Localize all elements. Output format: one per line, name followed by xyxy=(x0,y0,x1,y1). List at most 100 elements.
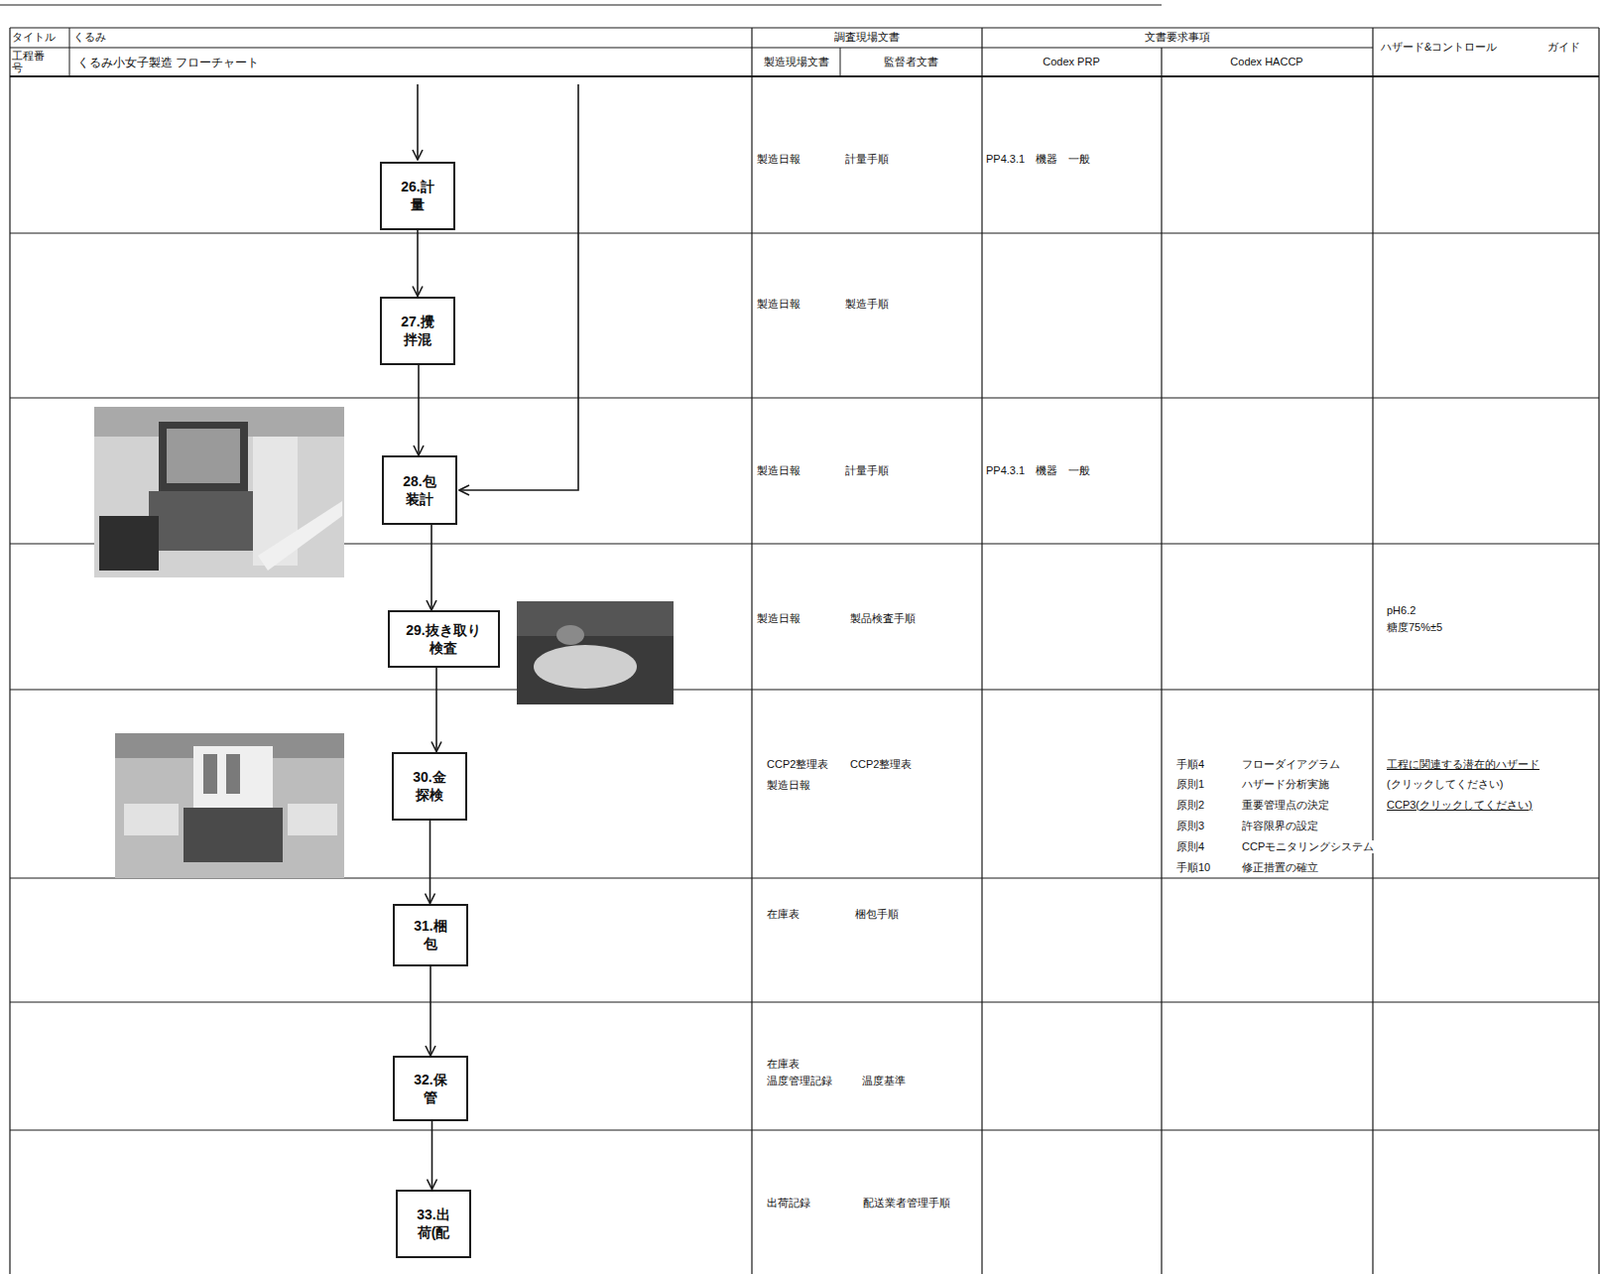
table-cell-text: 製造現場文書 xyxy=(763,55,830,69)
table-line xyxy=(750,27,752,1274)
process-box: 27.攪拌混 xyxy=(379,296,456,366)
photo-machine xyxy=(148,491,258,551)
flow-line xyxy=(459,84,579,491)
table-line xyxy=(9,26,1600,28)
process-label: 29.抜き取り検査 xyxy=(402,620,486,657)
table-line xyxy=(9,232,1600,234)
table-cell-text: 調査現場文書 xyxy=(834,30,900,44)
photo-shadow xyxy=(99,515,159,571)
flow-line xyxy=(416,84,419,160)
process-label: 27.攪拌混 xyxy=(395,312,440,349)
process-box: 28.包装計 xyxy=(381,455,458,525)
table-cell-text: 梱包手順 xyxy=(855,907,899,921)
flow-arrow xyxy=(429,966,432,1057)
table-cell-text: CCPモニタリングシステム xyxy=(1241,840,1374,854)
table-cell-text: 文書要求事項 xyxy=(1144,30,1211,44)
table-cell-text: 配送業者管理手順 xyxy=(862,1196,951,1210)
process-label: 33.出荷(配 xyxy=(411,1205,456,1241)
table-cell-text: 工程番号 xyxy=(11,49,48,74)
table-line xyxy=(9,47,1373,49)
table-cell-text: 原則4 xyxy=(1176,840,1205,854)
flow-arrow xyxy=(435,667,438,752)
table-cell-text: 計量手順 xyxy=(845,464,889,478)
table-line xyxy=(9,688,1600,690)
table-cell-text: 監督者文書 xyxy=(883,55,939,69)
table-cell-text: 原則3 xyxy=(1176,819,1205,833)
table-cell-text: 原則2 xyxy=(1176,798,1205,812)
photo-detector xyxy=(193,745,273,808)
photo-chute xyxy=(257,500,343,571)
table-cell-text: くるみ xyxy=(73,30,107,44)
table-cell-text: 出荷記録 xyxy=(766,1196,811,1210)
table-cell-text: 工程に関連する潜在的ハザード xyxy=(1386,757,1540,771)
table-cell-text: ハザード&コントロール xyxy=(1380,40,1497,54)
process-label: 26.計量 xyxy=(395,177,440,214)
table-cell-text: 在庫表 xyxy=(766,1057,800,1071)
photo-hand xyxy=(556,624,585,645)
table-line xyxy=(1160,47,1162,1274)
table-cell-text: 製造日報 xyxy=(756,464,801,478)
photo-screen xyxy=(166,428,241,484)
flow-arrow xyxy=(417,365,420,457)
table-line xyxy=(1371,27,1373,1274)
table-line xyxy=(840,47,842,77)
table-cell-text: Codex PRP xyxy=(1042,55,1100,69)
table-line xyxy=(9,1128,1600,1130)
table-line xyxy=(0,4,1162,6)
table-cell-text: 製品検査手順 xyxy=(850,612,916,625)
photo xyxy=(115,733,345,878)
table-cell-text: 製造日報 xyxy=(756,612,801,625)
photo-tray xyxy=(123,803,179,836)
table-line xyxy=(1598,27,1600,1274)
table-cell-text: 温度基準 xyxy=(861,1074,906,1088)
photo-conveyor xyxy=(183,807,283,862)
table-line xyxy=(9,396,1600,398)
photo-ground xyxy=(516,601,674,705)
table-lines xyxy=(0,4,1600,1274)
process-label: 30.金探検 xyxy=(407,767,452,804)
table-cell-text: 製造日報 xyxy=(756,152,801,166)
table-cell-text: 修正措置の確立 xyxy=(1241,861,1319,874)
process-box: 30.金探検 xyxy=(391,751,468,821)
table-cell-text: 製造日報 xyxy=(756,297,801,311)
table-cell-text: くるみ小女子製造 フローチャート xyxy=(77,55,259,70)
table-line xyxy=(9,1000,1600,1002)
table-cell-text: 製造日報 xyxy=(766,778,811,792)
table-cell-text: 手順10 xyxy=(1176,861,1211,874)
photo-panel xyxy=(226,753,241,794)
process-label: 31.梱包 xyxy=(408,916,453,953)
table-line xyxy=(981,27,983,1274)
photo-ground xyxy=(115,733,345,878)
process-label: 28.包装計 xyxy=(397,472,442,508)
table-cell-text: CCP2整理表 xyxy=(850,757,912,771)
photo-tray xyxy=(287,803,338,836)
table-cell-text: 原則1 xyxy=(1176,777,1205,791)
process-box: 29.抜き取り検査 xyxy=(387,610,500,668)
table-cell-text: 製造手順 xyxy=(845,297,889,311)
table-cell-text: 在庫表 xyxy=(766,907,800,921)
photo-wall xyxy=(516,601,674,636)
table-cell-text: Codex HACCP xyxy=(1230,55,1303,69)
table-cell-text: 許容限界の設定 xyxy=(1241,819,1319,833)
table-cell-text: ハザード分析実施 xyxy=(1241,777,1330,791)
table-cell-text: pH6.2 xyxy=(1386,604,1416,617)
photo xyxy=(516,601,674,705)
table-cell-text: 糖度75%±5 xyxy=(1386,620,1443,634)
table-cell-text: (クリックしてください) xyxy=(1386,777,1503,791)
photo-monitor xyxy=(158,421,248,492)
table-cell-text: 計量手順 xyxy=(845,152,889,166)
flow-arrow xyxy=(429,820,432,904)
flow-arrow xyxy=(431,1120,434,1190)
table-cell-text: PP4.3.1 機器 一般 xyxy=(985,152,1091,166)
table-cell-text: 手順4 xyxy=(1176,757,1205,771)
flow-arrow xyxy=(416,230,419,297)
photo-ground xyxy=(94,406,345,578)
table-cell-text: CCP3(クリックしてください) xyxy=(1386,798,1533,812)
process-box: 33.出荷(配 xyxy=(395,1189,472,1258)
table-cell-text: タイトル xyxy=(11,30,56,44)
table-cell-text: フローダイアグラム xyxy=(1241,757,1341,771)
table-line xyxy=(9,75,1600,78)
table-cell-text: CCP2整理表 xyxy=(766,757,829,771)
process-box: 26.計量 xyxy=(379,161,456,231)
